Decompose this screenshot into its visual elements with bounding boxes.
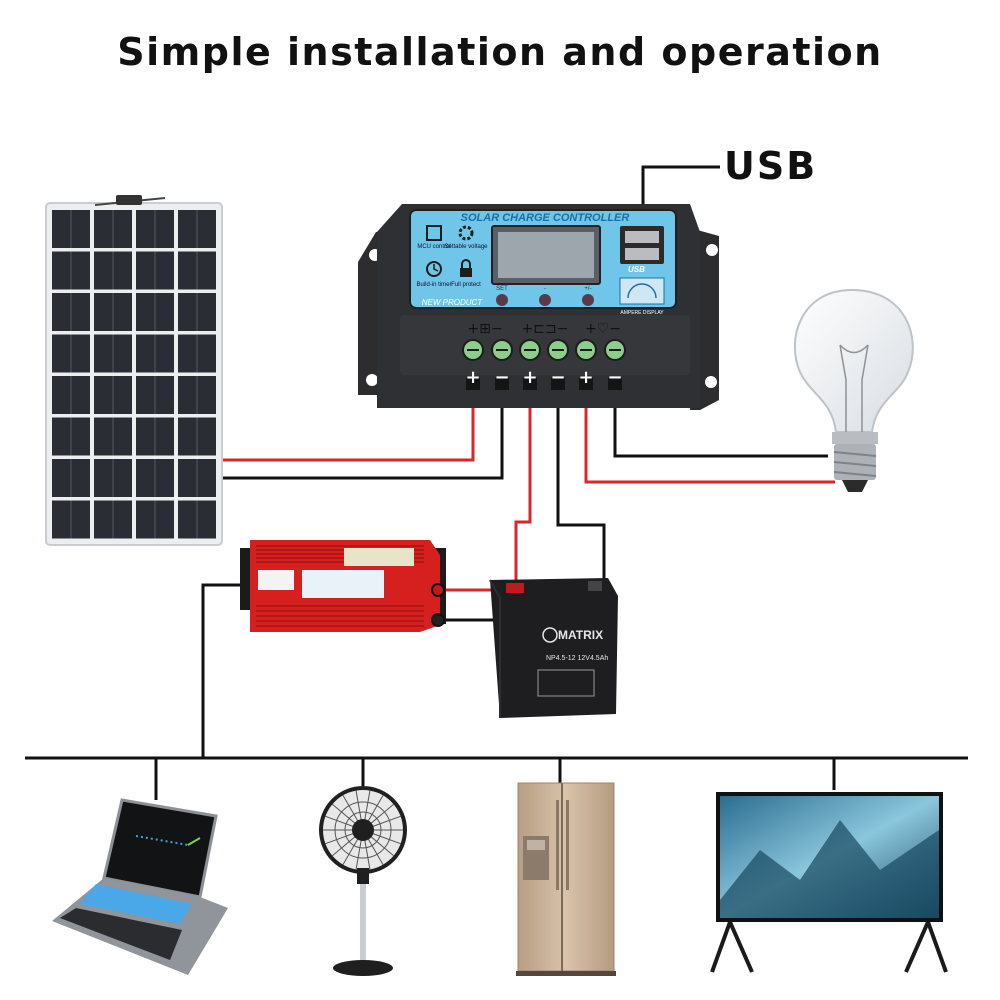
terminal-screw[interactable] <box>575 339 597 361</box>
matrix-logo-icon <box>542 627 558 643</box>
bulb-screw-base <box>833 444 877 480</box>
set-button-label: SET <box>496 286 508 292</box>
feature-label-timer: Build-in timer <box>416 282 451 288</box>
lock-icon <box>460 259 472 277</box>
plus-minus-button[interactable] <box>582 294 594 306</box>
solar-negative-wire <box>218 390 504 480</box>
load-terminal-symbol: +♡− <box>585 321 621 337</box>
usb-callout-line <box>641 165 720 222</box>
inverter-negative-terminal <box>431 613 445 627</box>
inverter-label <box>302 570 384 598</box>
battery-positive-wire <box>514 390 532 582</box>
solar-terminal-symbol: +⊞− <box>467 321 502 337</box>
power-inverter <box>240 540 446 632</box>
terminal-screw[interactable] <box>519 339 541 361</box>
battery: MATRIX NP4.5-12 12V4.5Ah <box>489 578 618 718</box>
refrigerator <box>516 782 616 976</box>
standing-fan <box>319 786 407 976</box>
ampere-meter-caption: AMPERE DISPLAY <box>620 310 664 316</box>
television <box>710 792 948 973</box>
gear-icon <box>458 225 474 241</box>
battery-brand: MATRIX <box>558 628 603 642</box>
solar-panel <box>45 195 223 546</box>
terminal-screws <box>462 339 626 390</box>
controller-header-text: SOLAR CHARGE CONTROLLER <box>461 212 630 224</box>
inverter-ac-wire <box>201 583 246 758</box>
ampere-meter <box>619 277 665 305</box>
battery-negative-wire <box>556 390 606 580</box>
terminal-screw[interactable] <box>547 339 569 361</box>
battery-model: NP4.5-12 12V4.5Ah <box>546 655 608 662</box>
clock-icon <box>426 261 442 277</box>
light-bulb <box>793 288 914 492</box>
battery-positive-terminal <box>506 583 524 593</box>
new-product-badge: NEW PRODUCT <box>422 298 484 307</box>
feature-label-mcu: MCU control <box>417 244 450 250</box>
fridge-left-handle[interactable] <box>556 800 559 890</box>
load-negative-wire <box>613 390 828 458</box>
fridge-right-handle[interactable] <box>566 800 569 890</box>
set-button[interactable] <box>496 294 508 306</box>
terminal-sign: − <box>607 367 622 388</box>
usb-port-badge: USB <box>628 265 645 274</box>
charge-controller: SOLAR CHARGE CONTROLLER MCU control Sett… <box>358 204 719 410</box>
solar-positive-wire <box>218 390 475 462</box>
load-positive-wire <box>584 390 835 484</box>
terminal-sign: − <box>550 367 565 388</box>
terminal-sign: + <box>522 367 537 388</box>
plus-minus-button-label: +/- <box>584 286 591 292</box>
terminal-screw[interactable] <box>491 339 513 361</box>
junction-box <box>116 195 142 205</box>
terminal-sign: + <box>578 367 593 388</box>
solar-cells <box>52 210 216 539</box>
usb-ports[interactable]: USB <box>620 226 664 274</box>
terminal-sign: + <box>465 367 480 388</box>
inverter-positive-terminal <box>431 583 445 597</box>
terminal-symbols: +⊞− +⊏⊐− +♡− <box>467 321 621 337</box>
terminal-screw[interactable] <box>462 339 484 361</box>
page-title: Simple installation and operation <box>117 30 883 74</box>
terminal-screw[interactable] <box>604 339 626 361</box>
mcu-chip-icon <box>426 225 442 241</box>
feature-label-protect: Full protect <box>451 282 481 288</box>
minus-button-label: - <box>544 286 546 292</box>
controller-features: MCU control Settable voltage Build-in ti… <box>416 225 488 288</box>
battery-negative-terminal <box>588 581 602 591</box>
minus-button[interactable] <box>539 294 551 306</box>
terminal-signs: +−+−+− <box>465 367 622 388</box>
laptop <box>52 798 228 975</box>
battery-terminal-symbol: +⊏⊐− <box>522 321 569 337</box>
feature-label-settable: Settable voltage <box>444 244 488 250</box>
controller-buttons: SET - +/- <box>496 286 594 306</box>
terminal-sign: − <box>494 367 509 388</box>
usb-callout-label: USB <box>724 144 818 188</box>
